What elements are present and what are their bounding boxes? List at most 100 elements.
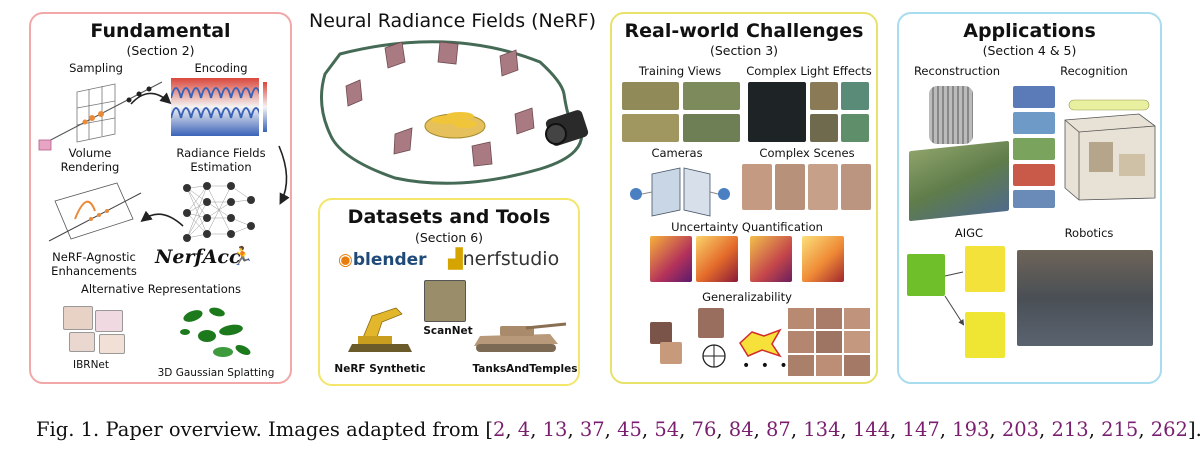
- citation-link[interactable]: 262: [1150, 418, 1188, 441]
- citation-link[interactable]: 213: [1051, 418, 1089, 441]
- radiance-fields-label: Radiance Fields Estimation: [176, 146, 266, 174]
- citation-separator: ,: [939, 418, 953, 441]
- nerfacc-logo: NerfAcc: [155, 246, 241, 268]
- volume-rendering-label: Volume Rendering: [60, 146, 120, 174]
- robotics-label: Robotics: [1064, 226, 1114, 240]
- encoding-heatmap: [171, 78, 267, 136]
- citation-link[interactable]: 144: [852, 418, 891, 441]
- scannet-label: ScanNet: [423, 325, 473, 337]
- blender-icon: ◉: [338, 250, 353, 270]
- cameras-illustration: [630, 167, 730, 217]
- datasets-title: Datasets and Tools: [347, 206, 551, 228]
- running-figure-icon: 🏃: [231, 246, 254, 267]
- citation-separator: ,: [890, 418, 903, 441]
- nerfstudio-logo: ▟nerfstudio: [448, 248, 560, 270]
- citation-separator: ,: [567, 418, 580, 441]
- citation-link[interactable]: 134: [803, 418, 841, 441]
- caption-prefix: Fig. 1. Paper overview. Images adapted f…: [36, 418, 493, 441]
- citation-separator: ,: [716, 418, 729, 441]
- citation-link[interactable]: 13: [542, 418, 568, 441]
- citation-separator: ,: [989, 418, 1002, 441]
- citation-separator: ,: [753, 418, 767, 441]
- complex-scenes-label: Complex Scenes: [759, 146, 855, 160]
- citation-separator: ,: [641, 418, 655, 441]
- citation-link[interactable]: 87: [766, 418, 791, 441]
- fundamental-panel: Fundamental (Section 2) Sampling Encodin…: [29, 12, 292, 384]
- citation-separator: ,: [840, 418, 853, 441]
- tanks-image: [474, 322, 567, 352]
- citation-link[interactable]: 76: [691, 418, 717, 441]
- sampling-label: Sampling: [69, 61, 123, 75]
- training-views-label: Training Views: [638, 64, 722, 78]
- reconstruction-tower: [929, 86, 973, 144]
- robotics-image: [1017, 250, 1153, 346]
- citation-link[interactable]: 54: [654, 418, 680, 441]
- citation-separator: ,: [1039, 418, 1052, 441]
- citation-link[interactable]: 215: [1101, 418, 1139, 441]
- ibrnet-label: IBRNet: [72, 359, 110, 371]
- fundamental-title: Fundamental: [90, 20, 231, 42]
- gaussian-splats: [180, 307, 251, 357]
- generalizability-illustration: • • • • •: [642, 308, 872, 378]
- fundamental-section: (Section 2): [126, 43, 195, 58]
- aigc-images: [907, 246, 1007, 366]
- caption-suffix: ].: [1187, 418, 1200, 441]
- encoding-label: Encoding: [194, 61, 248, 75]
- citation-link[interactable]: 147: [902, 418, 940, 441]
- datasets-panel: Datasets and Tools (Section 6) ◉blender …: [318, 198, 580, 386]
- aigc-label: AIGC: [954, 226, 984, 240]
- alternative-label: Alternative Representations: [80, 282, 242, 296]
- datasets-section: (Section 6): [414, 230, 484, 245]
- uncertainty-heatmaps: [650, 236, 860, 282]
- applications-section: (Section 4 & 5): [982, 43, 1077, 58]
- citation-link[interactable]: 45: [617, 418, 642, 441]
- citation-separator: ,: [1138, 418, 1151, 441]
- generalizability-label: Generalizability: [702, 290, 792, 304]
- citation-link[interactable]: 4: [517, 418, 531, 441]
- nerf-title: Neural Radiance Fields (NeRF): [309, 10, 596, 32]
- reconstruction-terrain: [909, 140, 1009, 222]
- citation-link[interactable]: 203: [1001, 418, 1040, 441]
- applications-panel: Applications (Section 4 & 5) Reconstruct…: [897, 12, 1162, 384]
- uncertainty-label: Uncertainty Quantification: [671, 220, 823, 234]
- ibrnet-thumbnails: [59, 304, 129, 354]
- volume-rendering-plot: [48, 182, 142, 242]
- light-effects-label: Complex Light Effects: [746, 64, 872, 78]
- blender-logo: ◉blender: [338, 250, 427, 270]
- citation-link[interactable]: 84: [728, 418, 754, 441]
- nerf-synthetic-image: [348, 307, 412, 352]
- face-grid: [788, 308, 870, 376]
- challenges-section: (Section 3): [709, 43, 779, 58]
- recognition-label: Recognition: [1060, 64, 1128, 78]
- training-views-grid: [622, 82, 742, 142]
- sampling-illustration: [38, 81, 163, 151]
- citation-separator: ,: [604, 418, 618, 441]
- challenges-panel: Real-world Challenges (Section 3) Traini…: [610, 12, 878, 384]
- tanks-label: TanksAndTemples: [472, 363, 578, 375]
- flow-arrows: [130, 92, 290, 227]
- nerf-scene: [319, 40, 589, 185]
- citation-separator: ,: [790, 418, 804, 441]
- citation-separator: ,: [505, 418, 518, 441]
- complex-scenes-images: [742, 164, 872, 210]
- cameras-label: Cameras: [651, 146, 703, 160]
- nerf-synthetic-label: NeRF Synthetic: [334, 363, 426, 375]
- gaussian-label: 3D Gaussian Splatting: [157, 367, 275, 379]
- citation-separator: ,: [679, 418, 692, 441]
- scannet-image: [424, 280, 466, 322]
- reconstruction-label: Reconstruction: [913, 64, 1001, 78]
- citation-separator: ,: [1088, 418, 1102, 441]
- recognition-feature-list: [1013, 86, 1055, 208]
- tractor-icon: ▟: [448, 248, 463, 270]
- citation-link[interactable]: 2: [492, 418, 506, 441]
- light-effects-images: [748, 82, 870, 142]
- recognition-room: [1064, 99, 1156, 201]
- caption-citations: 2, 4, 13, 37, 45, 54, 76, 84, 87, 134, 1…: [493, 418, 1188, 441]
- citation-link[interactable]: 37: [579, 418, 605, 441]
- enhancements-label: NeRF-Agnostic Enhancements: [51, 250, 137, 278]
- applications-title: Applications: [963, 20, 1096, 42]
- challenges-title: Real-world Challenges: [624, 20, 864, 42]
- figure-caption: Fig. 1. Paper overview. Images adapted f…: [36, 418, 1200, 441]
- neural-network: [183, 182, 255, 242]
- citation-link[interactable]: 193: [952, 418, 990, 441]
